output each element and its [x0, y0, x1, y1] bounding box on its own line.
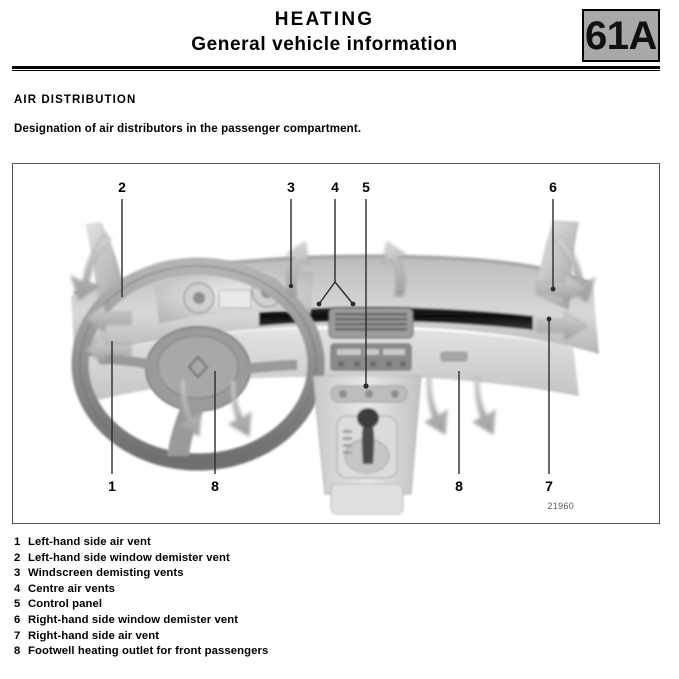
arrow-footwell-passenger-1 — [424, 377, 448, 435]
legend-number: 5 — [14, 598, 21, 611]
callout-6: 6 — [549, 179, 557, 195]
callout-leader-lines — [111, 199, 554, 474]
legend-number: 1 — [14, 536, 21, 548]
page-header: HEATING General vehicle information 61A — [0, 0, 679, 66]
divider-thick-line — [12, 66, 660, 69]
arrow-demist-right — [382, 241, 406, 297]
airflow-arrows — [70, 233, 596, 437]
list-item: 7 Right-hand side air vent — [14, 630, 664, 646]
section-code-badge: 61A — [582, 9, 660, 62]
arrow-left-demister — [70, 233, 112, 301]
callout-8-left: 8 — [211, 478, 219, 494]
arrow-right-demister — [554, 235, 596, 303]
list-item: 3 Windscreen demisting vents — [14, 567, 664, 583]
header-divider-rule — [12, 66, 660, 71]
dashboard-diagram: 2 3 4 5 6 1 8 8 7 — [70, 179, 599, 515]
list-item: 8 Footwell heating outlet for front pass… — [14, 645, 664, 661]
arrow-footwell-driver-1 — [178, 379, 202, 437]
arrow-demist-left — [286, 241, 310, 297]
legend-label: Left-hand side air vent — [28, 536, 151, 548]
page-subtitle: General vehicle information — [191, 34, 458, 55]
callout-7: 7 — [545, 478, 553, 494]
legend-label: Right-hand side air vent — [28, 629, 160, 642]
section-heading: AIR DISTRIBUTION — [14, 94, 137, 106]
figure-frame: 2 3 4 5 6 1 8 8 7 21960 — [12, 163, 660, 524]
legend-number: 2 — [14, 551, 21, 564]
callout-1: 1 — [108, 478, 116, 494]
arrow-left-side-vent-upper — [84, 303, 132, 333]
legend-label: Footwell heating outlet for front passen… — [28, 645, 269, 658]
list-item: 6 Right-hand side window demister vent — [14, 614, 664, 630]
legend-label: Windscreen demisting vents — [28, 567, 184, 580]
callout-8-right: 8 — [455, 478, 463, 494]
arrow-right-side-vent-upper — [536, 273, 588, 303]
page-title: HEATING — [274, 9, 375, 30]
legend-number: 4 — [14, 582, 21, 595]
list-item: 4 Centre air vents — [14, 583, 664, 599]
list-item: 5 Control panel — [14, 598, 664, 614]
divider-thin-line — [12, 70, 660, 71]
callout-3: 3 — [287, 179, 295, 195]
callout-5: 5 — [362, 179, 370, 195]
legend-number: 3 — [14, 567, 21, 580]
list-item: 2 Left-hand side window demister vent — [14, 552, 664, 568]
leader-fork-4 — [318, 281, 354, 305]
centre-stack — [312, 307, 422, 515]
legend-number: 6 — [14, 613, 21, 626]
legend-number: 8 — [14, 645, 21, 658]
legend-label: Control panel — [28, 598, 103, 611]
section-code-text: 61A — [585, 13, 657, 58]
callout-leader-dots — [288, 283, 556, 389]
header-title-block: HEATING General vehicle information — [12, 8, 637, 57]
legend-label: Right-hand side window demister vent — [28, 613, 239, 626]
intro-paragraph: Designation of air distributors in the p… — [14, 123, 362, 135]
figure-reference-number: 21960 — [547, 501, 574, 511]
arrow-footwell-passenger-2 — [472, 377, 496, 435]
arrow-left-side-vent-lower — [84, 335, 132, 365]
legend-list: 1 Left-hand side air vent 2 Left-hand si… — [14, 536, 664, 661]
legend-label: Left-hand side window demister vent — [28, 551, 230, 564]
legend-label: Centre air vents — [28, 582, 115, 595]
legend-number: 7 — [14, 629, 21, 642]
callout-2: 2 — [118, 179, 126, 195]
arrow-footwell-driver-2 — [228, 379, 252, 437]
arrow-right-side-vent-lower — [536, 311, 588, 341]
list-item: 1 Left-hand side air vent — [14, 536, 664, 552]
callout-numbers: 2 3 4 5 6 1 8 8 7 — [108, 179, 557, 494]
callout-4: 4 — [331, 179, 339, 195]
